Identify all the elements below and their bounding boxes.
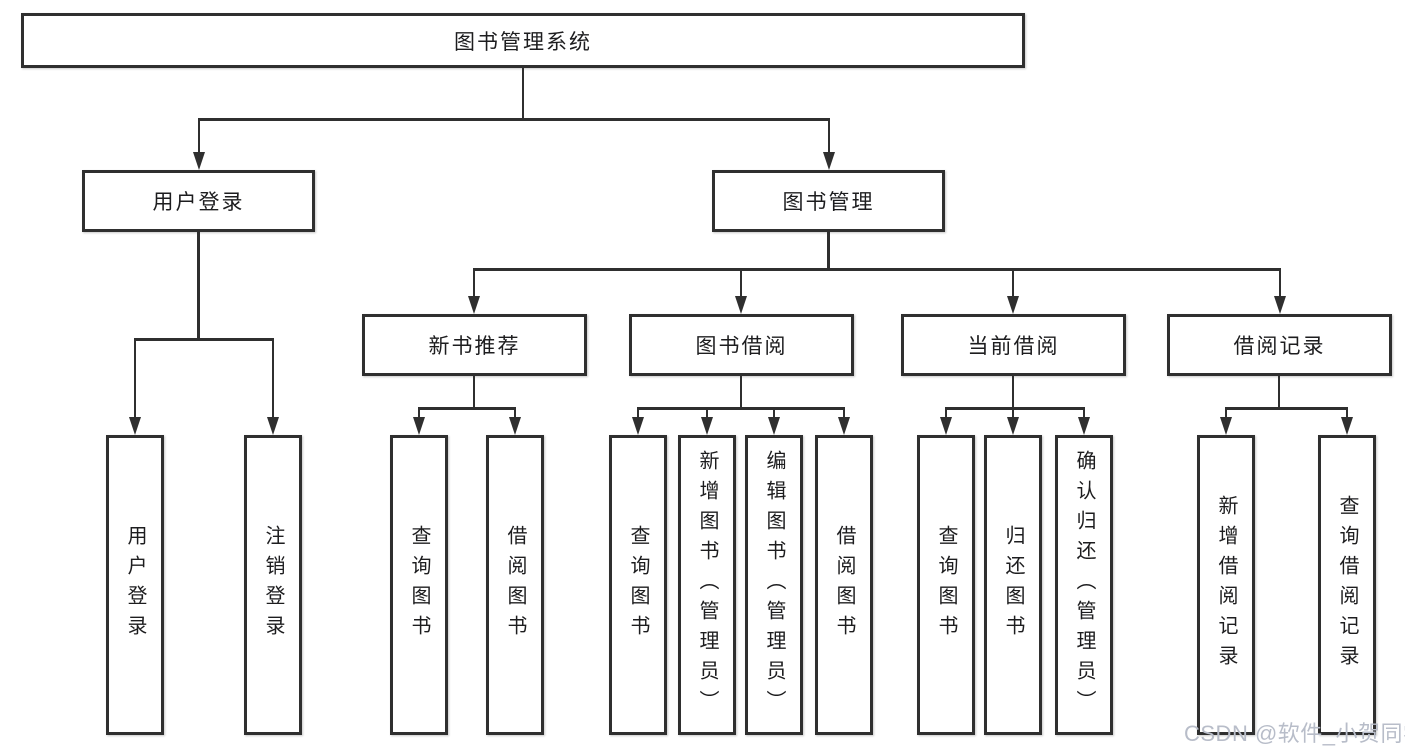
node-current-borrowing: 当前借阅 (901, 314, 1126, 376)
leaf-label: 编辑图书（管理员） (763, 450, 785, 720)
arrow-down-icon (837, 417, 850, 435)
leaf-logout: 注销登录 (244, 435, 302, 735)
connector-vline (271, 338, 275, 418)
leaf-label: 借阅图书 (833, 525, 855, 645)
arrow-down-icon (266, 417, 279, 435)
leaf-label: 确认归还（管理员） (1073, 450, 1095, 720)
leaf-query-books-borrowing: 查询图书 (609, 435, 667, 735)
connector-hline (197, 118, 830, 121)
arrow-down-icon (700, 417, 713, 435)
node-new-book-recommend: 新书推荐 (362, 314, 587, 376)
connector-vline (1277, 376, 1281, 407)
leaf-label: 查询图书 (935, 525, 957, 645)
leaf-label: 归还图书 (1002, 525, 1024, 645)
connector-vline (521, 68, 525, 118)
connector-vline (1345, 407, 1349, 418)
arrow-down-icon (128, 417, 141, 435)
node-label: 用户登录 (152, 191, 245, 214)
arrow-down-icon (939, 417, 952, 435)
arrow-down-icon (631, 417, 644, 435)
connector-vline (1011, 376, 1015, 407)
node-label: 新书推荐 (428, 335, 521, 358)
node-book-management: 图书管理 (712, 170, 945, 232)
connector-vline (133, 338, 137, 418)
arrow-down-icon (508, 417, 521, 435)
leaf-label: 查询借阅记录 (1336, 495, 1358, 675)
arrow-down-icon (467, 296, 480, 314)
connector-vline (472, 268, 476, 297)
connector-vline (1082, 407, 1086, 418)
leaf-label: 查询图书 (627, 525, 649, 645)
connector-vline (944, 407, 948, 418)
leaf-confirm-return-admin: 确认归还（管理员） (1055, 435, 1113, 735)
connector-vline (827, 232, 830, 268)
connector-hline (473, 268, 1281, 271)
arrow-down-icon (1006, 296, 1019, 314)
leaf-add-borrow-record: 新增借阅记录 (1197, 435, 1255, 735)
arrow-down-icon (1273, 296, 1286, 314)
node-label: 图书管理系统 (454, 30, 592, 54)
connector-vline (636, 407, 640, 418)
connector-hline (637, 407, 845, 410)
leaf-borrow-books: 借阅图书 (815, 435, 873, 735)
arrow-down-icon (412, 417, 425, 435)
node-user-login: 用户登录 (82, 170, 315, 232)
connector-vline (1278, 268, 1282, 297)
node-borrow-records: 借阅记录 (1167, 314, 1392, 376)
leaf-label: 注销登录 (262, 525, 284, 645)
leaf-user-login: 用户登录 (106, 435, 164, 735)
arrow-down-icon (822, 152, 835, 170)
leaf-label: 查询图书 (408, 525, 430, 645)
connector-vline (827, 118, 831, 153)
connector-hline (945, 407, 1085, 410)
connector-vline (197, 118, 201, 153)
arrow-down-icon (734, 296, 747, 314)
arrow-down-icon (1077, 417, 1090, 435)
leaf-add-book-admin: 新增图书（管理员） (678, 435, 736, 735)
leaf-label: 用户登录 (124, 525, 146, 645)
leaf-label: 借阅图书 (504, 525, 526, 645)
connector-vline (417, 407, 421, 418)
node-label: 当前借阅 (967, 335, 1060, 358)
leaf-query-books-current: 查询图书 (917, 435, 975, 735)
connector-hline (1225, 407, 1348, 410)
connector-hline (418, 407, 516, 410)
watermark: CSDN @软件_小贺同学 (1184, 721, 1405, 746)
arrow-down-icon (1006, 417, 1019, 435)
node-label: 借阅记录 (1233, 335, 1326, 358)
node-label: 图书管理 (782, 191, 875, 214)
connector-hline (134, 338, 274, 341)
connector-vline (1224, 407, 1228, 418)
connector-vline (513, 407, 517, 418)
leaf-borrow-books-recommend: 借阅图书 (486, 435, 544, 735)
connector-vline (705, 407, 709, 418)
arrow-down-icon (767, 417, 780, 435)
node-label: 图书借阅 (695, 335, 788, 358)
leaf-label: 新增借阅记录 (1215, 495, 1237, 675)
node-library-management-system: 图书管理系统 (21, 13, 1025, 68)
connector-vline (739, 376, 743, 407)
connector-vline (739, 268, 743, 297)
connector-vline (1011, 407, 1015, 418)
connector-vline (842, 407, 846, 418)
leaf-edit-book-admin: 编辑图书（管理员） (745, 435, 803, 735)
leaf-query-borrow-record: 查询借阅记录 (1318, 435, 1376, 735)
node-book-borrowing: 图书借阅 (629, 314, 854, 376)
connector-vline (772, 407, 776, 418)
arrow-down-icon (1340, 417, 1353, 435)
arrow-down-icon (192, 152, 205, 170)
connector-vline (472, 376, 476, 407)
connector-vline (1011, 268, 1015, 297)
leaf-query-books-recommend: 查询图书 (390, 435, 448, 735)
arrow-down-icon (1219, 417, 1232, 435)
leaf-return-books: 归还图书 (984, 435, 1042, 735)
connector-vline (197, 232, 200, 338)
leaf-label: 新增图书（管理员） (696, 450, 718, 720)
